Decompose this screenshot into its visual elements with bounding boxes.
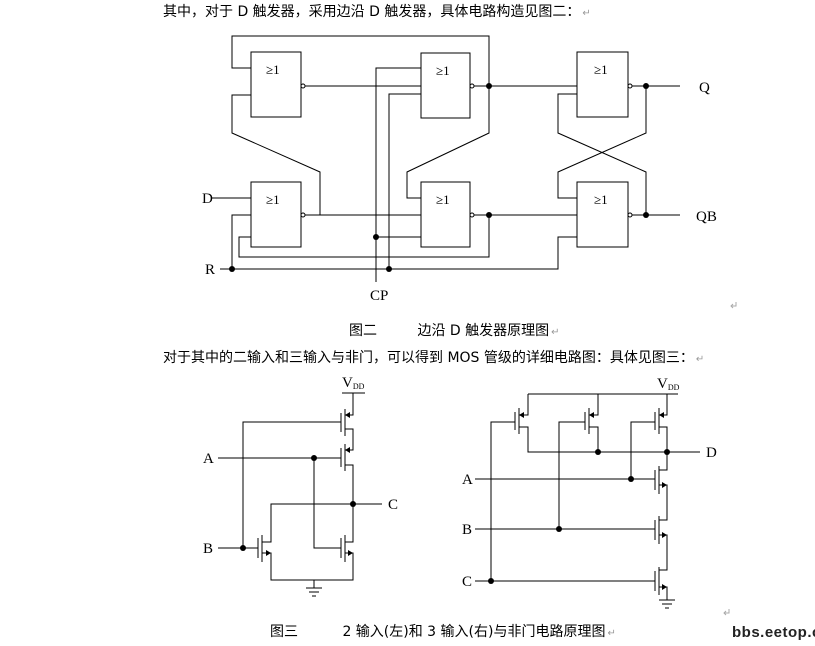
pin-label-a: A	[462, 472, 473, 488]
pin-label-r: R	[205, 262, 215, 278]
paragraph-2-text: 对于其中的二输入和三输入与非门，可以得到 MOS 管级的详细电路图：具体见图三：	[163, 350, 694, 366]
figure-3-title: 2 输入(左)和 3 输入(右)与非门电路原理图	[342, 624, 606, 640]
gate-label: ≥1	[436, 192, 450, 207]
figure-3-nand3-schematic: VDD	[462, 376, 730, 616]
pin-label-c: C	[388, 497, 398, 513]
vdd-label-right: VDD	[657, 376, 680, 392]
watermark: bbs.eetop.cn	[732, 624, 815, 641]
figure-2-number: 图二	[349, 323, 377, 339]
pin-label-b: B	[462, 522, 472, 538]
pin-label-qb: QB	[696, 209, 717, 225]
vdd-label-left: VDD	[342, 375, 365, 391]
pin-label-a: A	[203, 451, 214, 467]
figure-2-flip-flop-diagram: ≥1 ≥1 ≥1 ≥1 ≥1 ≥1	[202, 35, 737, 309]
paragraph-mark-icon	[730, 302, 737, 309]
paragraph-2: 对于其中的二输入和三输入与非门，可以得到 MOS 管级的详细电路图：具体见图三：…	[163, 350, 705, 366]
figure-3-nand2-schematic: VDD A B C	[203, 375, 398, 597]
pin-label-cp: CP	[370, 288, 388, 304]
pin-label-d: D	[706, 445, 717, 461]
paragraph-1: 其中，对于 D 触发器，采用边沿 D 触发器，具体电路构造见图二：↵	[163, 4, 591, 22]
pin-label-c: C	[462, 574, 472, 590]
figure-2-title: 边沿 D 触发器原理图	[417, 323, 550, 339]
figure-3-number: 图三	[270, 624, 298, 640]
gate-label: ≥1	[266, 62, 280, 77]
paragraph-1-text: 其中，对于 D 触发器，采用边沿 D 触发器，具体电路构造见图二：	[163, 4, 581, 20]
paragraph-mark-icon: ↵	[582, 8, 591, 19]
paragraph-mark-icon	[723, 609, 730, 616]
gate-label: ≥1	[594, 192, 608, 207]
figure-2-caption: 图二 边沿 D 触发器原理图↵	[349, 323, 560, 339]
gate-label: ≥1	[594, 62, 608, 77]
pin-label-b: B	[203, 541, 213, 557]
figure-3-caption: 图三 2 输入(左)和 3 输入(右)与非门电路原理图↵	[270, 624, 616, 640]
gate-label: ≥1	[266, 192, 280, 207]
pin-label-d: D	[202, 191, 213, 207]
gate-label: ≥1	[436, 63, 450, 78]
pin-label-q: Q	[699, 80, 710, 96]
